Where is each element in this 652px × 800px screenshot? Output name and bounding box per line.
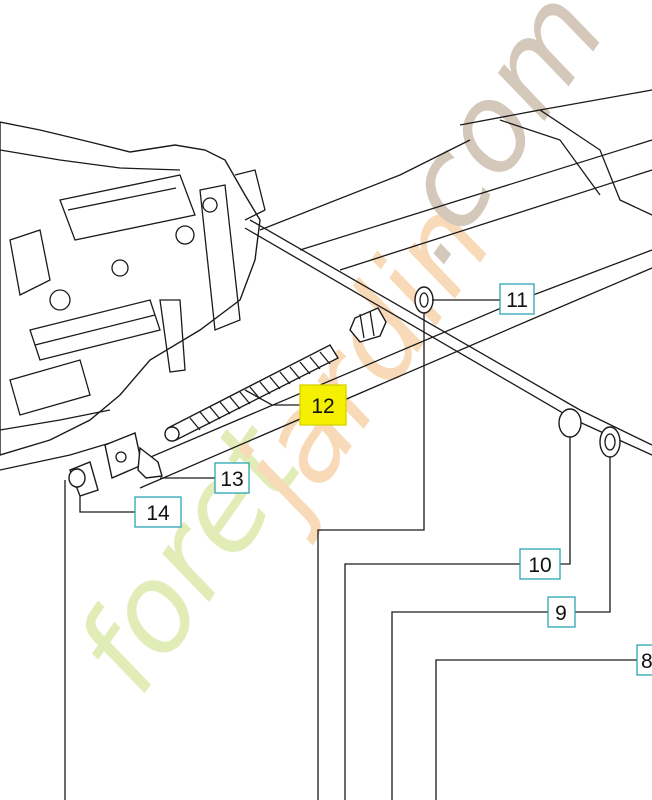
callout-13: 13: [214, 462, 250, 494]
gear-part: [349, 307, 387, 343]
callout-label-10: 10: [528, 554, 551, 577]
washer-part-11: [414, 286, 434, 314]
washer-part-9: [599, 426, 621, 458]
callout-label-12: 12: [311, 395, 334, 418]
callout-9: 9: [547, 596, 576, 628]
callout-14: 14: [134, 496, 182, 528]
o-ring-part-10: [558, 408, 582, 438]
callout-label-9: 9: [555, 602, 567, 625]
callout-label-8: 8: [641, 650, 652, 673]
callout-8: 8: [636, 644, 652, 676]
callout-label-13: 13: [220, 468, 243, 491]
tensioner-screw-part: [164, 344, 339, 442]
leader-lines: [64, 299, 637, 800]
callout-label-11: 11: [506, 289, 528, 312]
callout-10: 10: [519, 548, 561, 580]
nut-part-13: [104, 432, 163, 479]
callout-12: 12: [299, 384, 347, 426]
cap-part-14: [68, 461, 99, 497]
callout-label-14: 14: [146, 502, 170, 525]
callout-11: 11: [499, 283, 535, 315]
saw-housing: [0, 121, 266, 471]
